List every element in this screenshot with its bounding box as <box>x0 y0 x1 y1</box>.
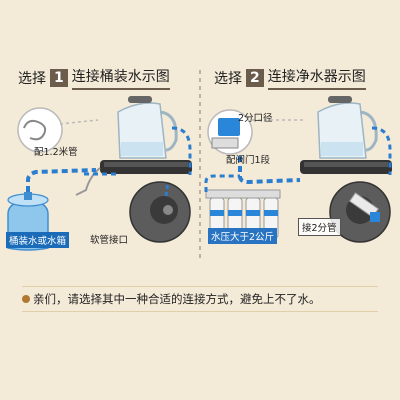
panel-divider <box>199 70 201 260</box>
connection-hint: 亲们，请选择其中一种合适的连接方式，避免上不了水。 <box>22 286 378 312</box>
hose-length-label: 配1.2米管 <box>34 147 78 158</box>
hose-connector-label: 软管接口 <box>90 235 129 246</box>
valve-icon <box>218 118 240 136</box>
right-title-number: 2 <box>246 69 264 87</box>
bullet-dot-icon <box>22 295 30 303</box>
purifier-setup-illustration <box>204 96 392 243</box>
bucket-setup-illustration <box>7 96 192 251</box>
right-title-prefix: 选择 <box>214 71 242 87</box>
bucket-connection-panel: 选择 1 连接桶装水示图 配1.2米管 桶装水或水箱 软管接口 <box>0 0 200 255</box>
hose-pointer-line <box>59 119 99 125</box>
flow-arrow-bucket <box>26 168 97 192</box>
hint-text: 亲们，请选择其中一种合适的连接方式，避免上不了水。 <box>33 292 321 306</box>
flow-arrow-purifier <box>238 156 301 185</box>
left-panel-title: 选择 1 连接桶装水示图 <box>18 66 170 90</box>
pipe-label: 接2分管 <box>298 218 341 236</box>
hose-coil-badge <box>17 107 63 153</box>
left-title-number: 1 <box>50 69 68 87</box>
pressure-label: 水压大于2公斤 <box>208 228 278 244</box>
hose-coil-icon <box>23 119 47 141</box>
fitting-size-label: 2分口径 <box>238 113 273 124</box>
left-title-subtitle: 连接桶装水示图 <box>71 66 170 90</box>
left-title-prefix: 选择 <box>18 71 46 87</box>
right-panel-title: 选择 2 连接净水器示图 <box>214 66 366 90</box>
purifier-connection-panel: 选择 2 连接净水器示图 <box>200 0 400 255</box>
valve-label: 配阀门1段 <box>226 155 271 166</box>
right-title-subtitle: 连接净水器示图 <box>267 66 366 90</box>
bucket-label: 桶装水或水箱 <box>6 232 70 248</box>
